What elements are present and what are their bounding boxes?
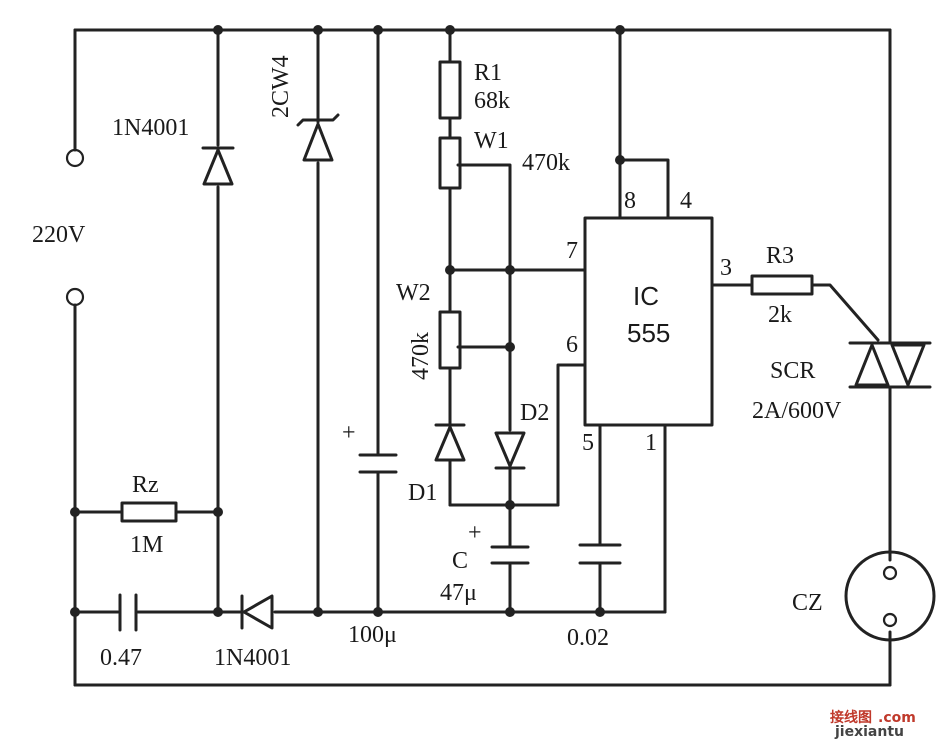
mains-terminals [65,148,85,307]
d1-diode-icon [434,423,466,462]
r3-value: 2k [768,302,792,328]
r3-name: R3 [766,243,794,269]
pin1-label: 1 [645,430,657,456]
r1-name: R1 [474,60,502,86]
timing-cap-name: C [452,548,468,574]
mains-label: 220V [32,222,86,248]
w2-value: 470k [408,332,434,380]
w2-name: W2 [396,280,431,306]
diode-bottom-label: 1N4001 [214,645,291,671]
pin8-label: 8 [624,188,636,214]
pin4-label: 4 [680,188,692,214]
watermark-url: jiexiantu [834,724,904,739]
rz-name: Rz [132,472,159,498]
diode-top-icon [201,146,235,186]
diode-bottom-icon [240,594,274,630]
control-cap-value: 0.02 [567,625,609,651]
input-capacitor-icon [118,593,138,632]
filter-cap-value: 100μ [348,622,397,648]
control-capacitor-icon [578,543,622,565]
scr-name: SCR [770,358,815,384]
d1-label: D1 [408,480,437,506]
junction-dots [70,25,625,617]
scr-rating: 2A/600V [752,398,842,424]
timing-cap-value: 47μ [440,580,477,606]
zener-label: 2CW4 [268,55,294,118]
r1-resistor-icon [438,60,462,120]
r3-resistor-icon [750,274,814,296]
ic-555-body [583,216,714,427]
filter-cap-plus: + [342,420,356,446]
watermark-dot: .com [878,710,916,726]
socket-label: CZ [792,590,823,616]
w1-name: W1 [474,128,509,154]
watermark-cn: 接线图 [830,709,872,726]
watermark: 接线图 .com jiexiantu [830,709,916,739]
ic-name: IC [633,281,659,311]
timing-capacitor-icon [490,545,530,565]
pin3-label: 3 [720,255,732,281]
w1-value: 470k [522,150,570,176]
timing-cap-plus: + [468,520,482,546]
zener-icon [296,113,340,162]
rz-value: 1M [130,532,163,558]
filter-capacitor-icon [358,453,398,474]
w2-potentiometer-icon [438,310,462,370]
diode-top-label: 1N4001 [112,115,189,141]
wires [73,28,892,687]
pin6-label: 6 [566,332,578,358]
d2-label: D2 [520,400,549,426]
ic-number: 555 [627,318,670,348]
input-cap-value: 0.47 [100,645,142,671]
d2-diode-icon [494,431,526,470]
w1-potentiometer-icon [438,136,462,190]
scr-triac-icon [848,341,932,389]
r1-value: 68k [474,88,510,114]
rz-resistor-icon [120,501,178,523]
socket-icon [844,550,936,642]
pin7-label: 7 [566,238,578,264]
pin5-label: 5 [582,430,594,456]
